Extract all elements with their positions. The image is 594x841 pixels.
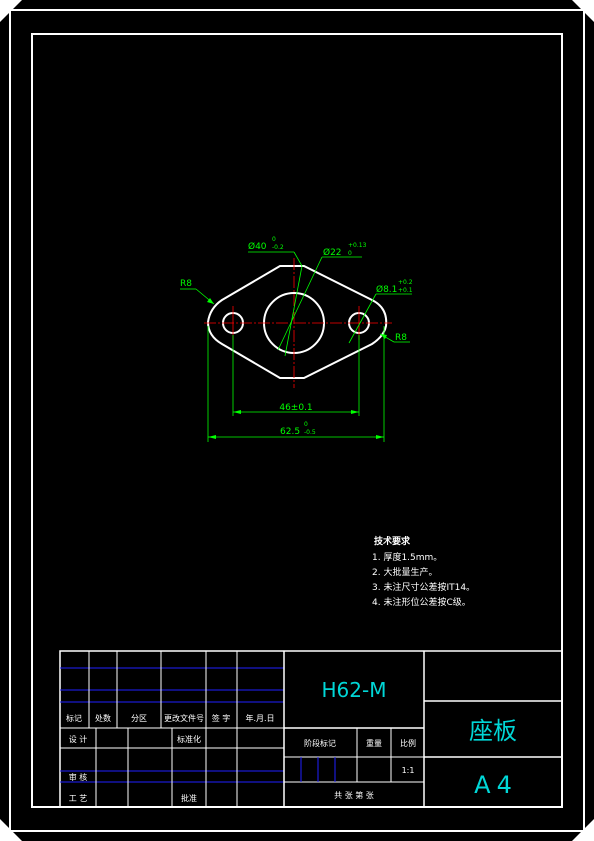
- center-hole-label: Ø22: [323, 247, 342, 258]
- label-approve: 批准: [181, 793, 197, 803]
- dimension-center-distance: 46±0.1: [232, 335, 360, 416]
- part-name: 座板: [469, 717, 517, 745]
- center-distance-label: 46±0.1: [279, 403, 312, 413]
- label-standardization: 标准化: [177, 734, 201, 744]
- title-block-frame: [59, 650, 563, 808]
- leader-radius-right: R8: [379, 333, 410, 343]
- svg-text:+0.13: +0.13: [348, 242, 367, 249]
- radius-left-label: R8: [180, 279, 192, 289]
- label-mark: 标记: [66, 713, 82, 723]
- material-text: H62-M: [322, 678, 387, 702]
- label-design: 设 计: [69, 734, 88, 744]
- svg-text:0: 0: [348, 250, 352, 257]
- tech-req-item: 1. 厚度1.5mm。: [372, 551, 442, 563]
- part-view: 46±0.1 62.5 0 -0.5 Ø40 0 -0.2 Ø22: [180, 236, 413, 442]
- tech-req-item: 2. 大批量生产。: [372, 566, 437, 578]
- label-date: 年.月.日: [245, 713, 274, 723]
- label-ratio: 比例: [400, 738, 416, 748]
- label-weight: 重量: [366, 738, 382, 748]
- scale-value: 1:1: [402, 766, 415, 775]
- label-stage-mark: 阶段标记: [304, 738, 336, 748]
- svg-text:-0.5: -0.5: [304, 429, 316, 436]
- tech-req-item: 4. 未注形位公差按C级。: [372, 596, 471, 608]
- corner-mark-tl: [0, 0, 22, 22]
- revision-grid: [60, 651, 285, 807]
- leader-small-hole: Ø8.1 +0.2 +0.1: [348, 279, 413, 344]
- outer-diameter-label: Ø40: [248, 241, 267, 252]
- leader-outer-diameter: Ø40 0 -0.2: [248, 236, 303, 357]
- svg-text:0: 0: [304, 421, 308, 428]
- label-signature: 签 字: [212, 713, 231, 723]
- sheet-size: A4: [474, 771, 518, 799]
- tech-req-item: 3. 未注尺寸公差按IT14。: [372, 581, 475, 593]
- part-outline: [206, 265, 388, 379]
- svg-text:-0.2: -0.2: [272, 244, 284, 251]
- technical-requirements: 技术要求 1. 厚度1.5mm。 2. 大批量生产。 3. 未注尺寸公差按IT1…: [372, 535, 475, 608]
- label-process: 工 艺: [69, 794, 88, 803]
- label-review: 审 核: [69, 772, 88, 782]
- outer-frame: [9, 9, 585, 832]
- svg-text:0: 0: [272, 236, 276, 243]
- tech-req-title: 技术要求: [374, 535, 411, 547]
- svg-text:+0.1: +0.1: [398, 287, 413, 294]
- small-hole-label: Ø8.1: [376, 284, 397, 295]
- dimension-overall-length: 62.5 0 -0.5: [207, 326, 385, 442]
- corner-mark-bl: [0, 819, 22, 841]
- corner-mark-tr: [572, 0, 594, 22]
- label-change-doc: 更改文件号: [164, 713, 204, 723]
- overall-length-label: 62.5: [280, 427, 300, 437]
- label-count: 处数: [95, 713, 111, 723]
- svg-text:+0.2: +0.2: [398, 279, 413, 286]
- title-block: 标记 处数 分区 更改文件号 签 字 年.月.日 设 计 标准化 审 核 工 艺…: [59, 650, 563, 808]
- leader-radius-left: R8: [180, 279, 215, 305]
- label-zone: 分区: [131, 714, 147, 723]
- corner-mark-br: [572, 819, 594, 841]
- leader-center-hole: Ø22 +0.13 0: [277, 242, 367, 351]
- radius-right-label: R8: [395, 333, 407, 343]
- label-sheets: 共 张 第 张: [334, 790, 374, 800]
